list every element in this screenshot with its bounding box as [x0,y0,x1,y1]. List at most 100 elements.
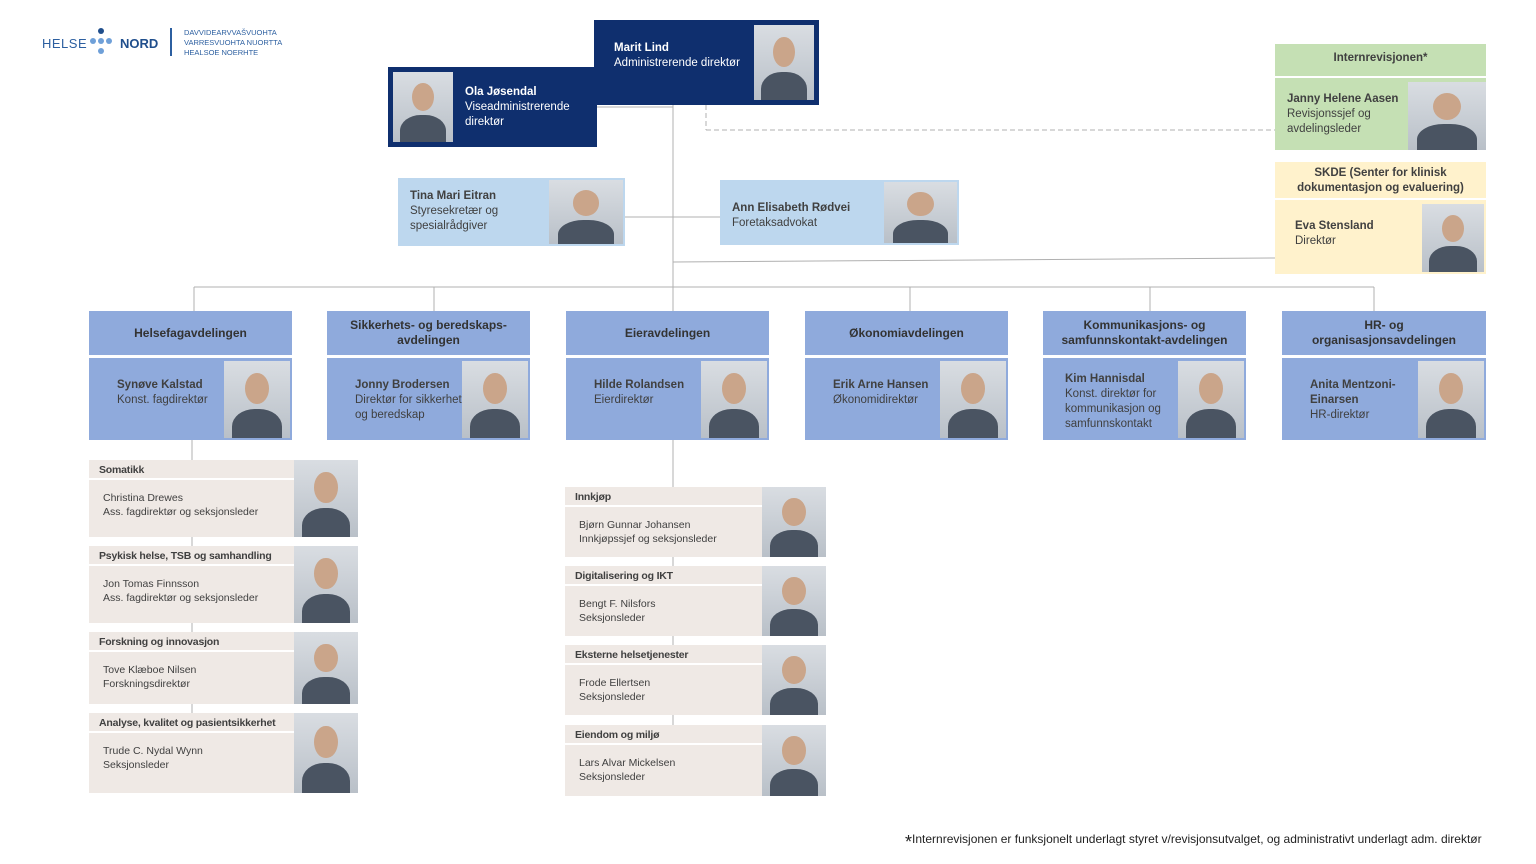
section-header: Digitalisering og IKT [565,566,826,586]
department-head-title: Konst. fagdirektør [117,394,208,406]
lawyer-photo [884,182,957,243]
section-header: Psykisk helse, TSB og samhandling [89,546,358,566]
section-box[interactable]: Analyse, kvalitet og pasientsikkerhet Tr… [89,713,358,793]
secretary-title: Styresekretær og spesialrådgiver [410,205,499,232]
department-header[interactable]: HR- og organisasjonsavdelingen [1282,311,1486,355]
logo-sub-line: DAVVIDEARVVAŠVUOHTA [184,28,277,37]
section-head-title: Seksjonsleder [103,758,169,771]
section-head-photo [762,566,826,636]
department-head-name: Hilde Rolandsen [594,379,685,391]
section-head-title: Forskningsdirektør [103,677,190,690]
department-head-title: Økonomidirektør [833,394,918,406]
deputy-name: Ola Jøsendal [465,86,537,98]
department-head-name: Erik Arne Hansen [833,379,929,391]
section-head-name: Jon Tomas Finnsson [103,578,200,590]
section-head-name: Bjørn Gunnar Johansen [579,519,691,531]
section-header: Analyse, kvalitet og pasientsikkerhet [89,713,358,733]
secretary-name: Tina Mari Eitran [410,190,497,202]
department-header[interactable]: Økonomiavdelingen [805,311,1008,355]
department-head-photo [224,361,290,438]
section-head-name: Lars Alvar Mickelsen [579,757,676,769]
section-header: Somatikk [89,460,358,480]
logo-text-left: HELSE [42,36,88,51]
audit-header: Internrevisjonen* [1275,44,1486,78]
department-header[interactable]: Eieravdelingen [566,311,769,355]
section-header: Eksterne helsetjenester [565,645,826,665]
section-head-photo [762,487,826,557]
section-header: Forskning og innovasjon [89,632,358,652]
footnote-text: Internrevisjonen er funksjonelt underlag… [912,832,1482,846]
deputy-photo [393,72,453,142]
section-head-photo [762,725,826,796]
skde-photo [1422,204,1484,272]
section-box[interactable]: Psykisk helse, TSB og samhandling Jon To… [89,546,358,623]
department-head-name: Synøve Kalstad [117,379,203,391]
lawyer-title: Foretaksadvokat [732,217,818,229]
department-head-title: Direktør for sikkerhet og beredskap [355,394,462,421]
section-head-title: Seksjonsleder [579,770,645,783]
audit-title: Revisjonssjef og avdelingsleder [1287,108,1371,135]
section-head-title: Seksjonsleder [579,690,645,703]
department-head-photo [462,361,528,438]
section-head-photo [294,546,358,623]
section-header: Eiendom og miljø [565,725,826,745]
skde-header: SKDE (Senter for klinisk dokumentasjon o… [1275,162,1486,200]
section-head-title: Ass. fagdirektør og seksjonsleder [103,591,259,604]
department-head-title: HR-direktør [1310,409,1370,421]
department-header[interactable]: Helsefagavdelingen [89,311,292,355]
ceo-name: Marit Lind [614,42,669,54]
deputy-title: Viseadministrerende direktør [465,101,570,128]
section-head-name: Trude C. Nydal Wynn [103,745,203,757]
lawyer-name: Ann Elisabeth Rødvei [732,202,851,214]
department-head-title: Konst. direktør for kommunikasjon og sam… [1065,388,1161,430]
department-head-photo [1418,361,1484,438]
department-head-name: Kim Hannisdal [1065,373,1145,385]
logo-sub-line: HEALSOE NOERHTE [184,48,259,57]
section-head-title: Ass. fagdirektør og seksjonsleder [103,505,259,518]
section-header: Innkjøp [565,487,826,507]
section-head-name: Christina Drewes [103,492,183,504]
skde-title: Direktør [1295,235,1336,247]
department-head-photo [940,361,1006,438]
department-head-name: Anita Mentzoni-Einarsen [1310,379,1396,406]
department-header[interactable]: Sikkerhets- og beredskaps-avdelingen [327,311,530,355]
department-header[interactable]: Kommunikasjons- og samfunnskontakt-avdel… [1043,311,1246,355]
skde-box[interactable]: SKDE (Senter for klinisk dokumentasjon o… [1275,162,1486,274]
ceo-title: Administrerende direktør [614,57,740,69]
logo-text-right: NORD [120,36,159,51]
section-head-name: Tove Klæboe Nilsen [103,664,197,676]
section-head-title: Innkjøpssjef og seksjonsleder [579,532,717,545]
section-head-photo [294,713,358,793]
section-head-photo [294,460,358,537]
secretary-photo [549,180,623,244]
audit-name: Janny Helene Aasen [1287,93,1399,105]
department-head-title: Eierdirektør [594,394,654,406]
department-head-photo [1178,361,1244,438]
footnote: *Internrevisjonen er funksjonelt underla… [905,832,1482,853]
skde-name: Eva Stensland [1295,220,1374,232]
logo-sub-line: VARRESVUOHTA NUORTTA [184,38,283,47]
section-head-name: Frode Ellertsen [579,677,651,689]
section-head-name: Bengt F. Nilsfors [579,598,656,610]
section-head-photo [762,645,826,715]
section-box[interactable]: Forskning og innovasjon Tove Klæboe Nils… [89,632,358,704]
department-head-photo [701,361,767,438]
